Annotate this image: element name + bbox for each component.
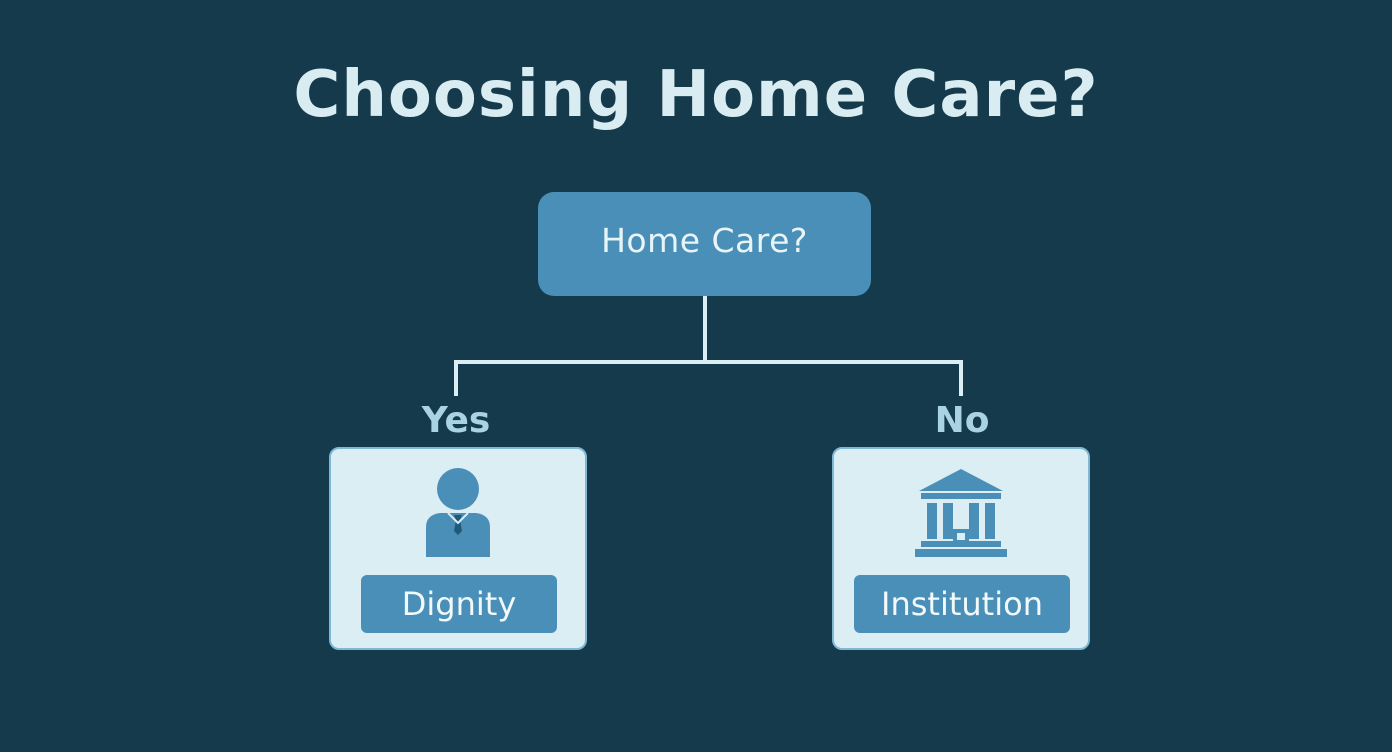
page-title: Choosing Home Care? [293,58,1099,132]
outcome-label-institution: Institution [854,575,1070,633]
root-decision-node: Home Care? [538,192,871,296]
branch-label-no: No [934,400,990,441]
person-icon [331,467,585,563]
outcome-card-no: Institution [832,447,1090,650]
root-decision-label: Home Care? [601,220,808,260]
outcome-card-yes: Dignity [329,447,587,650]
institution-building-icon [834,467,1088,563]
outcome-label-dignity: Dignity [361,575,557,633]
branch-label-yes: Yes [421,400,491,441]
